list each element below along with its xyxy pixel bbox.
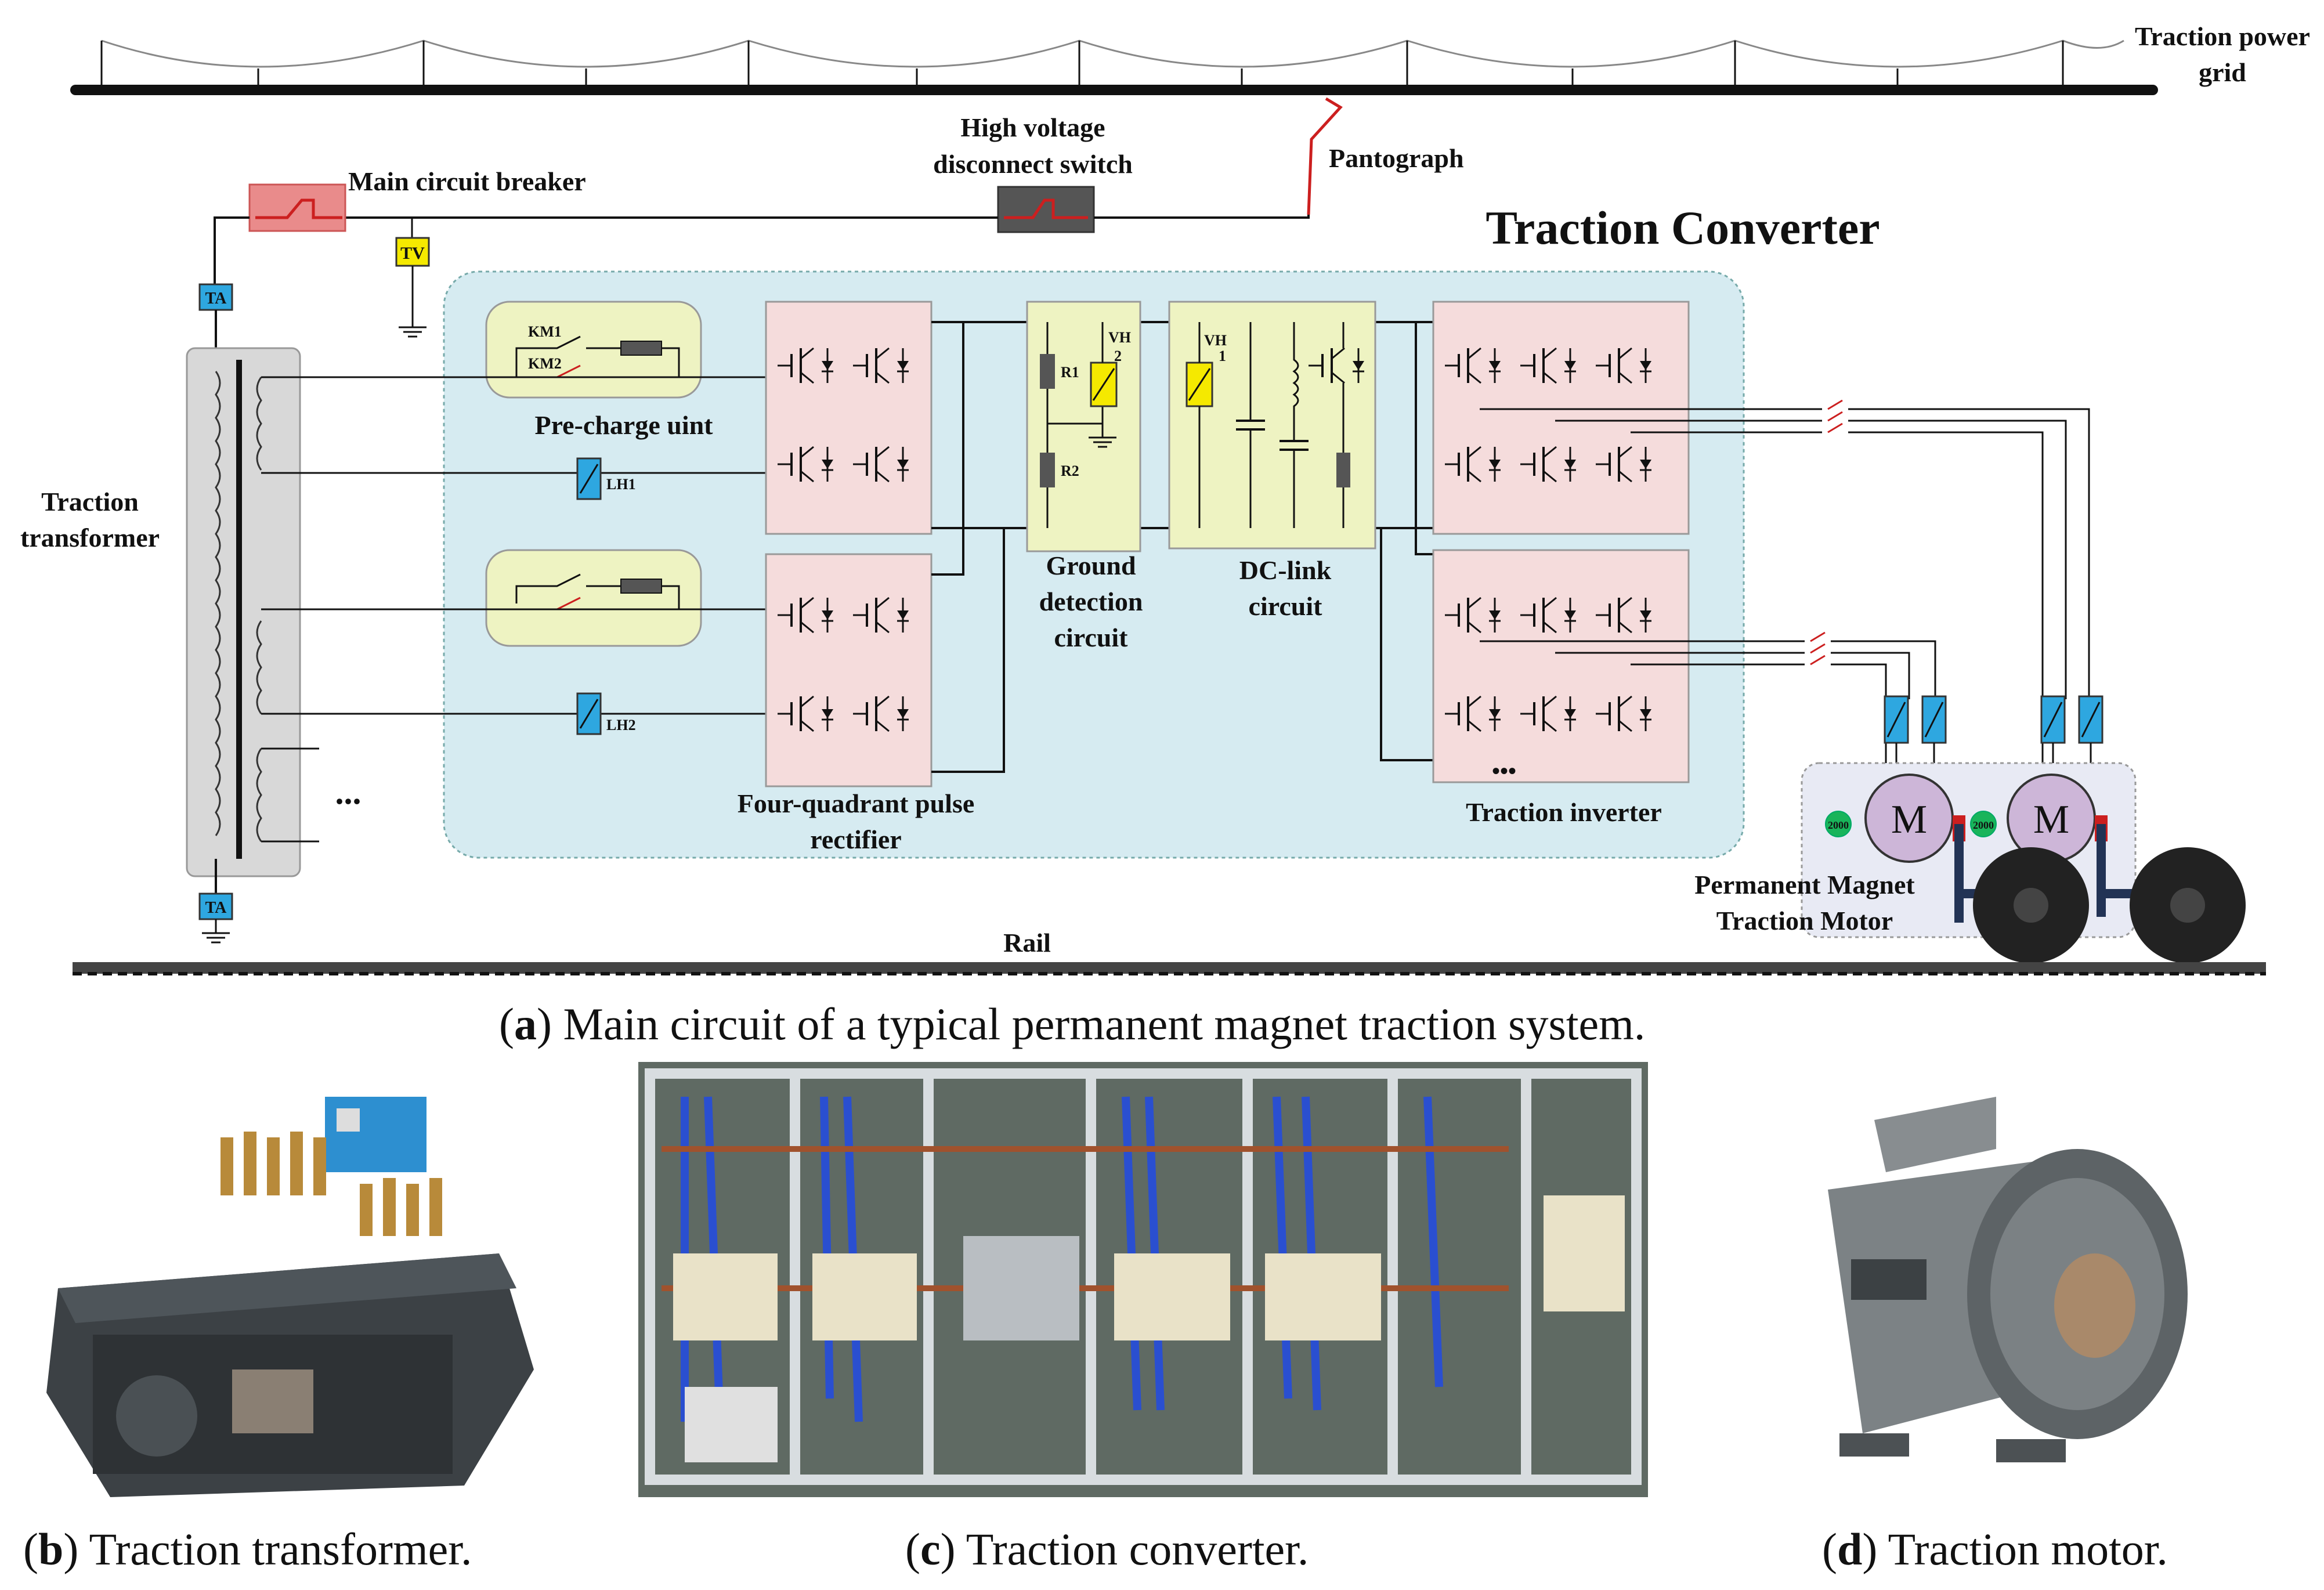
traction-inverter-label: Traction inverter bbox=[1466, 797, 1662, 827]
lh2-label: LH2 bbox=[606, 717, 636, 733]
ground-detection-label-line2: detection bbox=[1039, 587, 1143, 616]
main-breaker-label: Main circuit breaker bbox=[348, 167, 586, 196]
motor-1-symbol: M bbox=[1891, 797, 1927, 842]
rail bbox=[73, 962, 2266, 974]
hv-switch-label-line2: disconnect switch bbox=[933, 149, 1133, 179]
ground-detection-label-line1: Ground bbox=[1046, 551, 1136, 580]
transformer-label-line1: Traction bbox=[41, 487, 139, 516]
ground-detection-module bbox=[1026, 301, 1141, 552]
traction-motor-photo bbox=[1805, 1085, 2211, 1491]
caption-a-letter: a bbox=[514, 999, 537, 1049]
rectifier-label-line1: Four-quadrant pulse bbox=[738, 789, 975, 818]
caption-b-letter: b bbox=[38, 1524, 64, 1574]
vh2-label: VH bbox=[1108, 329, 1131, 346]
traction-converter-photo bbox=[638, 1062, 1648, 1497]
caption-d-text: Traction motor. bbox=[1888, 1524, 2168, 1574]
inverter-module-2 bbox=[1432, 549, 1690, 783]
km1-label: KM1 bbox=[528, 323, 562, 340]
catenary-line bbox=[70, 39, 2158, 95]
caption-b-text: Traction transformer. bbox=[89, 1524, 472, 1574]
encoder-1-label: 2000 bbox=[1828, 819, 1849, 831]
caption-a-text: Main circuit of a typical permanent magn… bbox=[563, 999, 1646, 1049]
traction-transformer-body bbox=[186, 347, 301, 877]
grid-label-line2: grid bbox=[2199, 57, 2246, 87]
rectifier-module-2 bbox=[765, 553, 933, 787]
inverter-ellipsis: ••• bbox=[1492, 758, 1516, 784]
caption-c-letter: c bbox=[920, 1524, 941, 1574]
dc-link-label-line2: circuit bbox=[1249, 591, 1323, 621]
precharge-unit-1 bbox=[485, 301, 702, 399]
grid-label-line1: Traction power bbox=[2135, 21, 2310, 51]
caption-d-letter: d bbox=[1837, 1524, 1863, 1574]
encoder-1-icon bbox=[1825, 811, 1852, 837]
encoder-2-label: 2000 bbox=[1973, 819, 1994, 831]
main-circuit-breaker bbox=[248, 183, 346, 232]
hv-switch-label-line1: High voltage bbox=[960, 113, 1105, 142]
dc-link-label-line1: DC-link bbox=[1239, 555, 1332, 585]
caption-a: (a) Main circuit of a typical permanent … bbox=[499, 999, 1646, 1049]
pm-motor-label-line1: Permanent Magnet bbox=[1694, 870, 1915, 899]
motor-2-symbol: M bbox=[2033, 797, 2069, 842]
r2-label: R2 bbox=[1061, 462, 1079, 479]
inverter-output-wires-1 bbox=[1480, 399, 2090, 801]
traction-converter-title: Traction Converter bbox=[1486, 201, 1880, 254]
ta-bottom-label: TA bbox=[205, 899, 227, 917]
pantograph-symbol bbox=[1307, 97, 1343, 215]
hv-switch-box bbox=[997, 186, 1095, 233]
rectifier-module-1 bbox=[765, 301, 933, 535]
transformer-label-line2: transformer bbox=[20, 523, 160, 552]
rail-label: Rail bbox=[1003, 928, 1051, 957]
transformer-ellipsis: ... bbox=[335, 773, 362, 811]
ground-detection-label-line3: circuit bbox=[1054, 623, 1129, 652]
r1-label: R1 bbox=[1061, 364, 1079, 381]
inverter-output-wires-2 bbox=[1480, 631, 1936, 801]
inverter-module-1 bbox=[1432, 301, 1690, 535]
caption-c-text: Traction converter. bbox=[966, 1524, 1309, 1574]
tv-label: TV bbox=[400, 244, 425, 263]
vh2-sub: 2 bbox=[1114, 348, 1122, 364]
precharge-unit-2 bbox=[485, 549, 702, 647]
ta-top-label: TA bbox=[205, 290, 227, 308]
encoder-2-icon bbox=[1970, 811, 1997, 837]
dc-link-module bbox=[1168, 301, 1376, 550]
caption-c: (c) Traction converter. bbox=[905, 1524, 1309, 1574]
rectifier-label-line2: rectifier bbox=[810, 825, 901, 854]
vh1-label: VH bbox=[1204, 332, 1227, 349]
tv-sensor bbox=[395, 237, 430, 267]
traction-transformer-photo bbox=[23, 1091, 545, 1520]
caption-d: (d) Traction motor. bbox=[1822, 1524, 2168, 1574]
km2-label: KM2 bbox=[528, 355, 562, 372]
caption-b: (b) Traction transformer. bbox=[23, 1524, 472, 1574]
pantograph-label: Pantograph bbox=[1329, 143, 1464, 173]
pm-motor-label-line2: Traction Motor bbox=[1716, 906, 1893, 935]
ta-bottom-sensor bbox=[198, 892, 233, 920]
precharge-label: Pre-charge uint bbox=[534, 410, 713, 440]
lh1-label: LH1 bbox=[606, 476, 636, 493]
vh1-sub: 1 bbox=[1219, 348, 1226, 364]
